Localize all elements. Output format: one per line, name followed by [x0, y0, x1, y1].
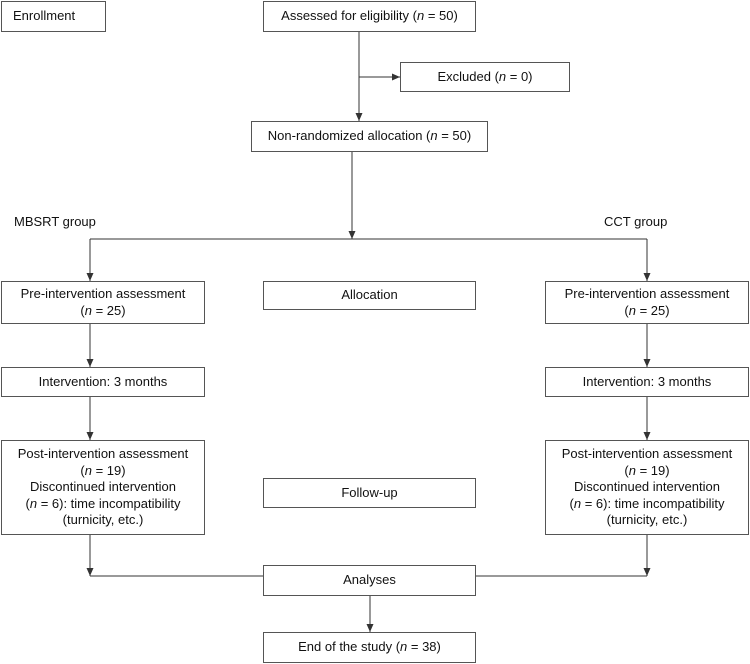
mbsrt-pre-assessment-box: Pre-intervention assessment (n = 25)	[1, 281, 205, 324]
mbsrt-post-n-after: = 19)	[91, 462, 126, 478]
mbsrt-pre-n-before: (	[80, 302, 85, 318]
cct-disc-after: = 6): time incompatibility	[581, 495, 725, 511]
allocation-stage-label: Allocation	[341, 287, 398, 303]
mbsrt-intervention-box: Intervention: 3 months	[1, 367, 205, 397]
cct-pre-count: (n = 25)	[624, 303, 669, 320]
mbsrt-post-title: Post-intervention assessment	[17, 446, 189, 462]
end-of-study-text: End of the study (n = 38)	[298, 639, 441, 656]
cct-disc-before: (	[569, 495, 574, 511]
excluded-text-before: Excluded (	[437, 68, 499, 84]
cct-post-n-symbol: n	[628, 462, 636, 478]
mbsrt-discontinued-reason: (turnicity, etc.)	[62, 512, 144, 528]
assessed-text-before: Assessed for eligibility (	[281, 8, 417, 24]
nonrandomized-allocation-box: Non-randomized allocation (n = 50)	[251, 121, 488, 152]
allocation-stage-box: Allocation	[263, 281, 476, 310]
mbsrt-pre-title: Pre-intervention assessment	[20, 286, 186, 301]
mbsrt-pre-n-symbol: n	[84, 302, 92, 318]
cct-pre-n-symbol: n	[628, 302, 636, 318]
cct-pre-n-before: (	[624, 302, 629, 318]
excluded-n-symbol: n	[498, 68, 507, 84]
mbsrt-post-assessment-box: Post-intervention assessment (n = 19) Di…	[1, 440, 205, 535]
mbsrt-disc-after: = 6): time incompatibility	[37, 495, 181, 511]
cct-disc-n-symbol: n	[573, 495, 582, 511]
cct-discontinued-count: (n = 6): time incompatibility	[570, 496, 725, 513]
assessed-eligibility-box: Assessed for eligibility (n = 50)	[263, 1, 476, 32]
mbsrt-post-count: (n = 19)	[80, 463, 125, 480]
cct-post-count: (n = 19)	[624, 463, 669, 480]
end-n-symbol: n	[400, 639, 408, 655]
mbsrt-post-n-symbol: n	[84, 462, 92, 478]
cct-intervention-box: Intervention: 3 months	[545, 367, 749, 397]
assessed-eligibility-text: Assessed for eligibility (n = 50)	[281, 8, 458, 25]
nonrandomized-text-before: Non-randomized allocation (	[267, 128, 431, 144]
mbsrt-post-n-before: (	[80, 462, 85, 478]
assessed-n-symbol: n	[416, 8, 425, 24]
assessed-text-after: = 50)	[424, 8, 458, 24]
excluded-text: Excluded (n = 0)	[437, 69, 532, 86]
cct-post-assessment-box: Post-intervention assessment (n = 19) Di…	[545, 440, 749, 535]
end-of-study-box: End of the study (n = 38)	[263, 632, 476, 663]
mbsrt-pre-n-after: = 25)	[91, 302, 126, 318]
mbsrt-disc-before: (	[25, 495, 30, 511]
mbsrt-pre-count: (n = 25)	[80, 303, 125, 320]
mbsrt-discontinued-count: (n = 6): time incompatibility	[26, 496, 181, 513]
enrollment-label: Enrollment	[13, 8, 76, 24]
mbsrt-group-label: MBSRT group	[14, 214, 96, 229]
follow-up-stage-box: Follow-up	[263, 478, 476, 508]
excluded-box: Excluded (n = 0)	[400, 62, 570, 92]
cct-pre-assessment-box: Pre-intervention assessment (n = 25)	[545, 281, 749, 324]
analyses-label: Analyses	[343, 572, 396, 588]
end-text-after: = 38)	[407, 639, 441, 655]
nonrandomized-n-symbol: n	[430, 128, 438, 144]
mbsrt-intervention-text: Intervention: 3 months	[38, 373, 168, 389]
cct-pre-n-after: = 25)	[635, 302, 670, 318]
cct-pre-title: Pre-intervention assessment	[564, 286, 730, 301]
analyses-box: Analyses	[263, 565, 476, 596]
excluded-text-after: = 0)	[506, 68, 533, 84]
follow-up-stage-label: Follow-up	[341, 484, 398, 500]
cct-post-n-before: (	[624, 462, 629, 478]
nonrandomized-text-after: = 50)	[437, 128, 472, 144]
nonrandomized-text: Non-randomized allocation (n = 50)	[268, 128, 471, 145]
enrollment-box: Enrollment	[1, 1, 106, 32]
cct-discontinued-title: Discontinued intervention	[574, 479, 720, 495]
cct-post-title: Post-intervention assessment	[561, 446, 733, 462]
end-text-before: End of the study (	[298, 639, 401, 655]
cct-post-n-after: = 19)	[635, 462, 670, 478]
mbsrt-discontinued-title: Discontinued intervention	[30, 479, 176, 495]
cct-discontinued-reason: (turnicity, etc.)	[606, 512, 688, 528]
mbsrt-disc-n-symbol: n	[29, 495, 38, 511]
cct-intervention-text: Intervention: 3 months	[582, 373, 712, 389]
cct-group-label: CCT group	[604, 214, 668, 229]
